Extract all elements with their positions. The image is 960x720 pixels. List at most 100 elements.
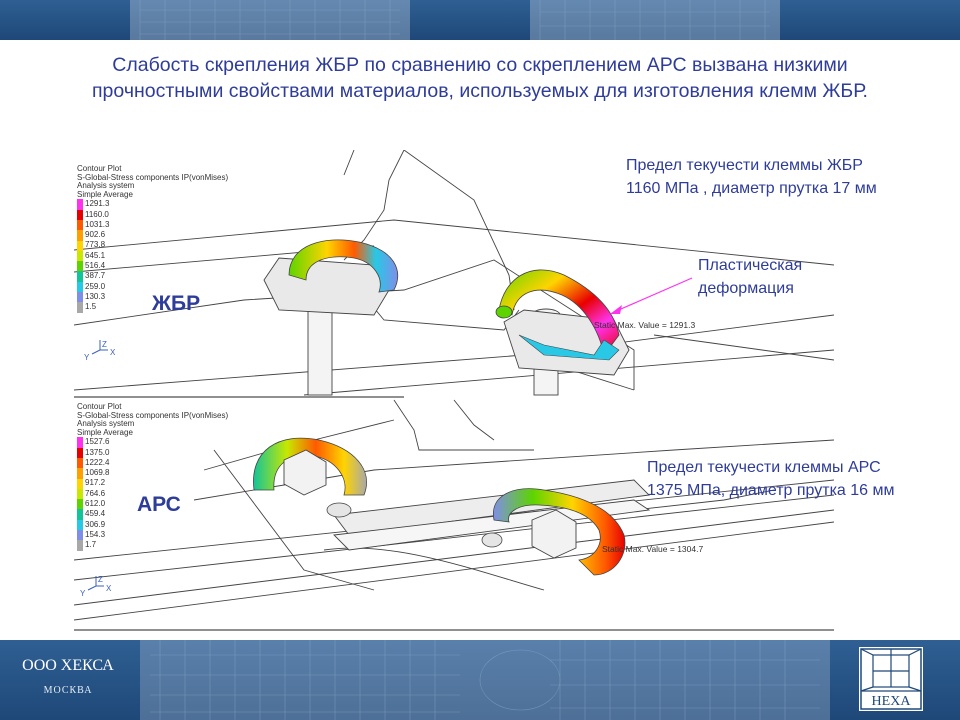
bottom-assembly-outline [74,399,834,621]
top-legend-title-line: Analysis system [77,181,135,191]
bottom-left-washer [326,502,352,518]
top-static-max-value: Static Max. Value = 1291.3 [594,320,696,330]
legend-row: 1.5 [77,302,228,313]
legend-value: 1069.8 [85,468,110,478]
legend-row: 154.3 [77,529,228,541]
bottom-axis-y-label: Y [80,589,86,598]
header-band [0,0,960,40]
callout-line-1: Пластическая [698,257,803,274]
legend-swatch [77,271,83,282]
legend-row: 1222.4 [77,457,228,469]
legend-value: 1222.4 [85,457,110,467]
legend-value: 1031.3 [85,219,110,229]
footer-mesh-pattern [140,640,830,720]
bottom-base-plate [333,479,651,551]
legend-swatch [77,302,83,313]
legend-value: 130.3 [85,291,106,301]
legend-swatch [77,240,83,251]
top-legend-scale: 1291.3 1160.0 1031.3 902.6 773.8 645.1 5… [77,199,228,313]
top-yield-note-line-1: Предел текучести клеммы ЖБР [626,157,863,174]
bottom-contour-legend: Contour Plot S-Global-Stress components … [77,402,229,551]
legend-row: 130.3 [77,291,228,303]
legend-row: 612.0 [77,499,228,510]
top-right-clip [498,269,620,356]
bottom-static-max-value: Static Max. Value = 1304.7 [602,544,704,554]
bottom-assembly-label: АРС [137,493,181,516]
legend-row: 902.6 [77,230,228,241]
top-legend-title-line: Simple Average [77,189,133,199]
legend-row: 764.6 [77,488,228,500]
top-legend-title: Contour Plot S-Global-Stress components … [77,164,229,199]
legend-value: 612.0 [85,499,106,508]
bottom-legend-title-line: Simple Average [77,427,133,437]
legend-row: 259.0 [77,281,228,293]
legend-row: 516.4 [77,261,228,272]
slide-title: Слабость скрепления ЖБР по сравнению со … [40,52,920,104]
legend-row: 1375.0 [77,447,228,458]
legend-value: 459.4 [85,509,106,519]
legend-row: 1069.8 [77,468,228,479]
legend-value: 387.7 [85,271,106,281]
legend-swatch [77,250,83,262]
legend-row: 645.1 [77,250,228,262]
legend-swatch [77,457,83,469]
legend-swatch [77,199,83,210]
legend-value: 917.2 [85,478,106,488]
legend-row: 387.7 [77,271,228,282]
legend-value: 516.4 [85,261,106,270]
legend-value: 154.3 [85,529,106,539]
slide-title-line-2: прочностными свойствами материалов, испо… [92,80,868,102]
bottom-axis-triad [87,576,104,591]
top-yield-note: Предел текучести клеммы ЖБР 1160 МПа , д… [626,154,877,200]
top-legend-title-line: S-Global-Stress components IP(vonMises) [77,172,229,182]
hexa-logo-text: HEXA [872,694,912,709]
legend-value: 1.7 [85,540,97,550]
legend-swatch [77,519,83,531]
top-right-clip-lower [518,334,620,361]
legend-value: 1527.6 [85,437,110,447]
bottom-right-washer [481,532,503,548]
legend-value: 1160.0 [85,209,109,219]
legend-row: 1160.0 [77,209,228,220]
slide-title-line-1: Слабость скрепления ЖБР по сравнению со … [112,54,848,76]
legend-swatch [77,499,83,510]
company-name: ООО ХЕКСА [22,657,114,674]
legend-swatch [77,437,83,448]
bottom-right-nut [531,509,577,559]
legend-swatch [77,281,83,293]
legend-row: 1031.3 [77,219,228,231]
legend-swatch [77,261,83,272]
legend-row: 917.2 [77,478,228,489]
bottom-yield-note-line-1: Предел текучести клеммы АРС [647,459,881,476]
legend-swatch [77,447,83,458]
top-left-clip [288,239,399,293]
legend-row: 1527.6 [77,437,228,448]
plastic-deformation-arrowhead [610,305,622,314]
legend-row: 1.7 [77,540,228,551]
bottom-legend-title-line: S-Global-Stress components IP(vonMises) [77,410,229,420]
legend-row: 1291.3 [77,199,228,210]
legend-value: 1375.0 [85,447,110,457]
bottom-legend-title: Contour Plot S-Global-Stress components … [77,402,229,437]
bottom-legend-title-line: Contour Plot [77,402,122,411]
top-assembly-label: ЖБР [152,292,201,315]
legend-row: 459.4 [77,509,228,520]
bottom-axis-z-label: Z [98,575,103,584]
plastic-deformation-callout: Пластическая деформация [698,254,802,300]
legend-value: 902.6 [85,230,106,240]
legend-swatch [77,540,83,551]
legend-value: 306.9 [85,519,106,529]
legend-swatch [77,530,83,541]
legend-swatch [77,230,83,241]
header-mesh-pattern [130,0,780,40]
footer-band [0,640,960,720]
legend-swatch [77,219,83,231]
legend-value: 259.0 [85,281,106,291]
legend-swatch [77,478,83,489]
legend-value: 645.1 [85,250,106,260]
legend-swatch [77,509,83,520]
top-legend-title-line: Contour Plot [77,164,122,173]
top-contour-legend: Contour Plot S-Global-Stress components … [77,164,229,313]
legend-value: 1291.3 [85,199,110,209]
callout-line-2: деформация [698,280,794,297]
